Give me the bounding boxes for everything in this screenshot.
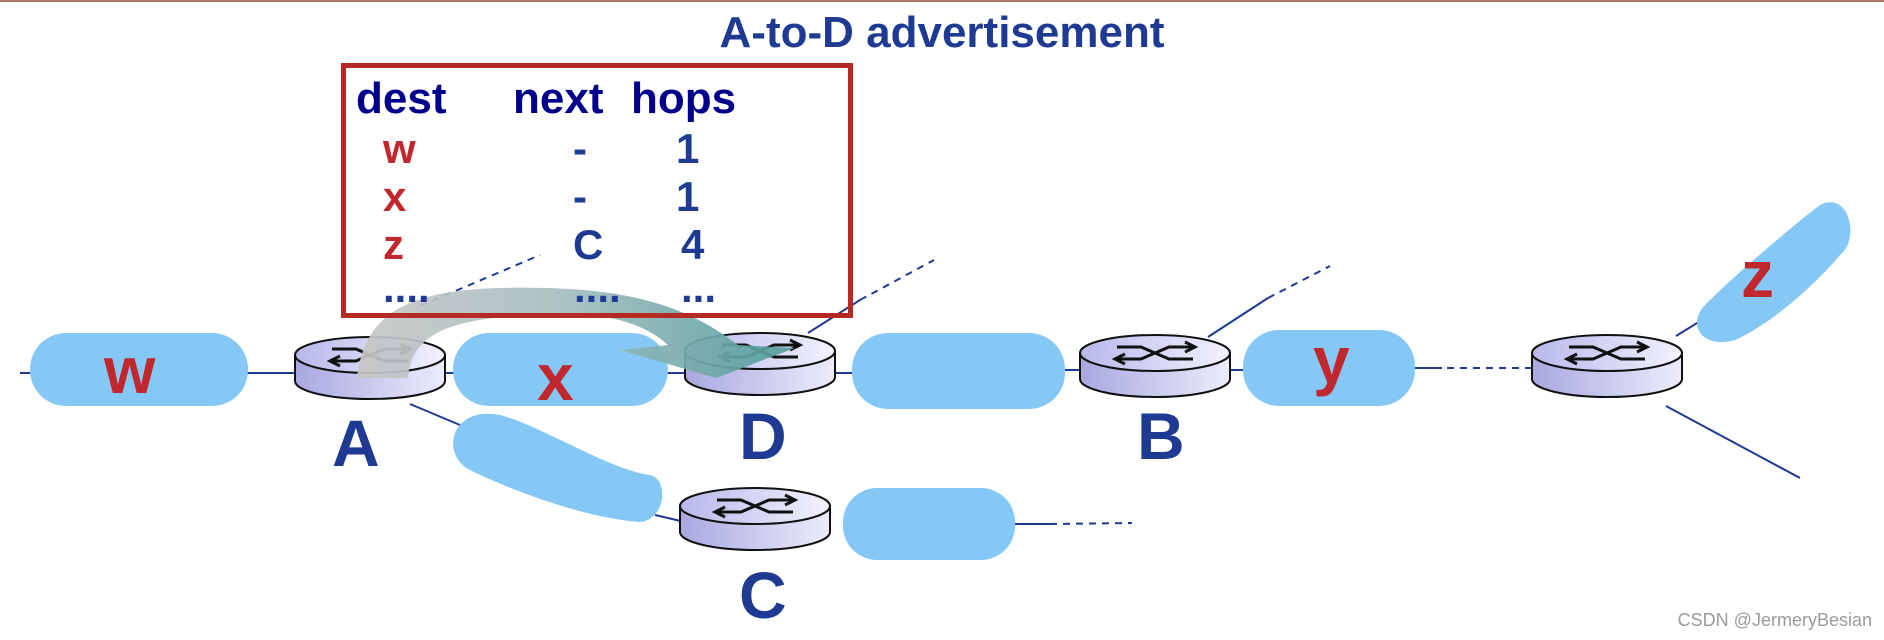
subnet-label-z: z [1741, 237, 1774, 311]
router-label-d: D [739, 399, 787, 473]
router-e [1530, 333, 1684, 399]
subnet-y-cloud [1243, 330, 1415, 406]
watermark: CSDN @JermeryBesian [1677, 610, 1872, 630]
row-dest: .... [383, 264, 430, 311]
router-b [1078, 333, 1232, 399]
subnet-x-cloud [453, 333, 668, 406]
subnet-d-b-cloud [852, 333, 1065, 409]
row-next: - [573, 173, 587, 220]
row-dest: w [383, 125, 416, 172]
row-hops: ... [681, 264, 717, 311]
subnet-label-x: x [537, 340, 574, 414]
header-hops: hops [631, 74, 737, 123]
diagram-title: A-to-D advertisement [719, 8, 1165, 57]
subnet-c-cloud [843, 488, 1015, 560]
router-c [678, 486, 832, 552]
subnet-z-cloud [1696, 202, 1851, 343]
row-dest: x [383, 173, 407, 220]
row-hops: 4 [681, 221, 705, 268]
row-dest: z [383, 221, 404, 268]
row-hops: 1 [676, 173, 700, 220]
router-label-b: B [1137, 399, 1185, 473]
row-next: - [573, 125, 587, 172]
row-hops: 1 [676, 125, 700, 172]
header-dest: dest [356, 74, 447, 123]
router-label-c: C [739, 558, 787, 632]
router-label-a: A [332, 406, 380, 480]
row-next: C [573, 221, 604, 268]
subnet-label-w: w [104, 333, 156, 407]
header-next: next [513, 74, 604, 123]
subnet-label-y: y [1313, 323, 1350, 397]
row-next: .... [574, 264, 621, 311]
top-border-line [0, 0, 1884, 2]
subnet-clouds [30, 202, 1851, 560]
subnet-w-cloud [30, 333, 248, 406]
subnet-a-c-cloud [453, 413, 663, 522]
advertisement-arrow [357, 287, 795, 378]
advertisement-table: dest next hops w - 1 x - 1 z C 4 .... ..… [341, 63, 853, 318]
